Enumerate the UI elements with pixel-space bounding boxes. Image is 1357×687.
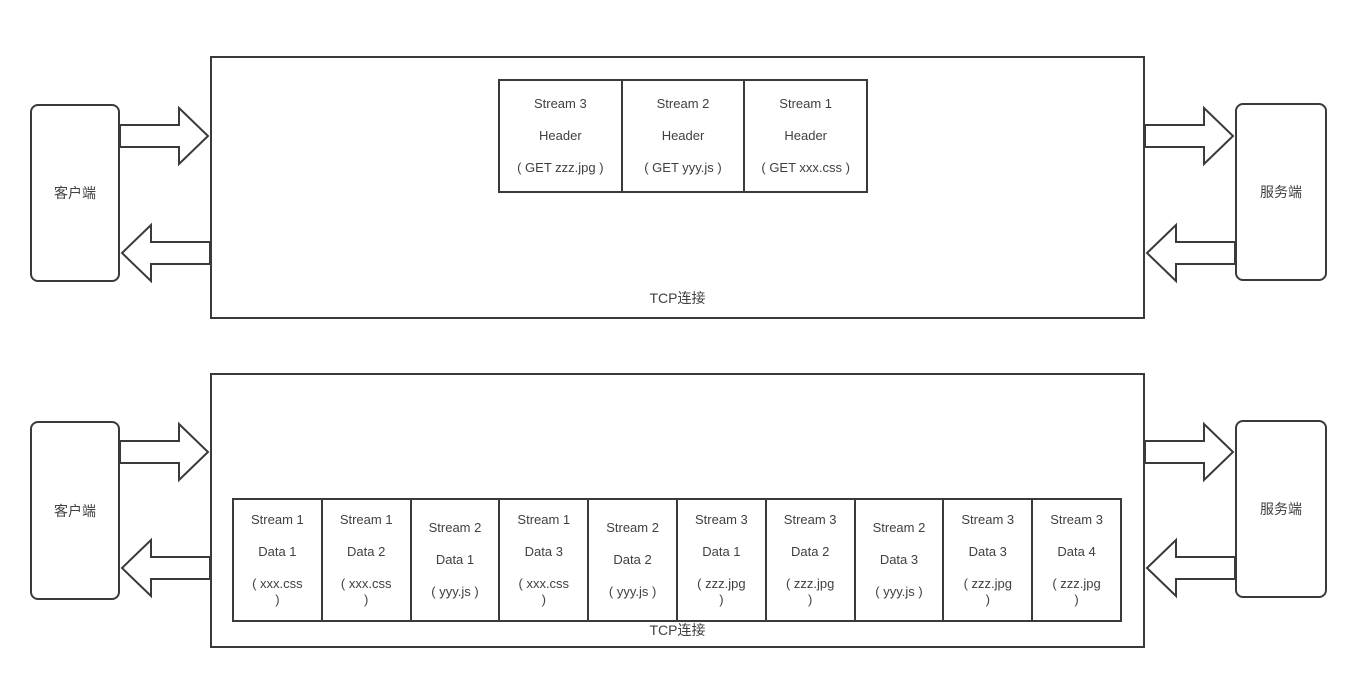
frame-s3-data4: Stream 3 Data 4 ( zzz.jpg ) <box>1031 500 1120 620</box>
frame-s3-data2: Stream 3 Data 2 ( zzz.jpg ) <box>764 500 854 620</box>
bottom-tcp-to-client-arrow-icon <box>120 537 211 599</box>
frame-stream2-header: Stream 2 Header ( GET yyy.js ) <box>620 81 744 191</box>
top-client-label: 客户端 <box>54 185 96 201</box>
frame-stream: Stream 2 <box>428 520 482 535</box>
frame-stream: Stream 3 <box>695 512 748 527</box>
bottom-tcp-to-server-arrow-icon <box>1144 421 1235 483</box>
frame-payload: ( xxx.css ) <box>518 576 570 607</box>
frame-payload: ( xxx.css ) <box>252 576 303 607</box>
frame-payload: ( xxx.css ) <box>340 576 392 607</box>
frame-kind: Header <box>661 128 705 143</box>
top-client-to-tcp-arrow-icon <box>119 105 210 167</box>
frame-payload: ( GET zzz.jpg ) <box>517 160 604 175</box>
frame-kind: Data 1 <box>258 544 297 559</box>
frame-kind: Header <box>539 128 582 143</box>
frame-kind: Data 3 <box>968 544 1007 559</box>
frame-stream: Stream 1 <box>517 512 571 527</box>
frame-kind: Data 2 <box>347 544 386 559</box>
frame-stream: Stream 3 <box>961 512 1015 527</box>
bottom-server-label: 服务端 <box>1260 501 1302 517</box>
frame-kind: Data 2 <box>613 552 652 567</box>
bottom-server-to-tcp-arrow-icon <box>1145 537 1236 599</box>
frame-s1-data1: Stream 1 Data 1 ( xxx.css ) <box>234 500 321 620</box>
frame-stream: Stream 1 <box>339 512 393 527</box>
frame-payload: ( GET yyy.js ) <box>644 160 722 175</box>
top-tcp-to-client-arrow-icon <box>120 222 211 284</box>
frame-stream: Stream 1 <box>779 96 833 111</box>
frame-s1-data3: Stream 1 Data 3 ( xxx.css ) <box>498 500 587 620</box>
bottom-frames-container: Stream 1 Data 1 ( xxx.css ) Stream 1 Dat… <box>232 498 1122 622</box>
bottom-client-label: 客户端 <box>54 502 96 519</box>
top-server-label: 服务端 <box>1260 184 1302 200</box>
frame-payload: ( zzz.jpg ) <box>785 576 835 607</box>
frame-s2-data1: Stream 2 Data 1 ( yyy.js ) <box>409 500 499 620</box>
frame-kind: Data 3 <box>524 544 563 559</box>
frame-payload: ( yyy.js ) <box>608 584 657 599</box>
top-frames-container: Stream 3 Header ( GET zzz.jpg ) Stream 2… <box>498 79 868 193</box>
top-tcp-to-server-arrow-icon <box>1144 105 1235 167</box>
frame-s3-data1: Stream 3 Data 1 ( zzz.jpg ) <box>675 500 765 620</box>
frame-stream: Stream 2 <box>606 520 659 535</box>
frame-s2-data3: Stream 2 Data 3 ( yyy.js ) <box>853 500 943 620</box>
top-tcp-label: TCP连接 <box>649 290 706 306</box>
bottom-server-box: 服务端 <box>1235 420 1327 598</box>
frame-kind: Data 2 <box>791 544 830 559</box>
frame-kind: Data 4 <box>1057 544 1096 559</box>
frame-stream: Stream 3 <box>783 512 837 527</box>
frame-stream: Stream 3 <box>1050 512 1103 527</box>
frame-payload: ( zzz.jpg ) <box>697 576 746 607</box>
frame-payload: ( yyy.js ) <box>431 584 479 599</box>
frame-kind: Header <box>784 128 827 143</box>
bottom-client-box: 客户端 <box>30 421 120 600</box>
top-client-box: 客户端 <box>30 104 120 282</box>
frame-stream3-header: Stream 3 Header ( GET zzz.jpg ) <box>500 81 621 191</box>
frame-payload: ( GET xxx.css ) <box>761 160 850 175</box>
frame-stream: Stream 2 <box>872 520 926 535</box>
frame-stream1-header: Stream 1 Header ( GET xxx.css ) <box>743 81 866 191</box>
frame-payload: ( zzz.jpg ) <box>963 576 1012 607</box>
top-server-to-tcp-arrow-icon <box>1145 222 1236 284</box>
frame-kind: Data 1 <box>702 544 741 559</box>
frame-payload: ( zzz.jpg ) <box>1052 576 1101 607</box>
frame-payload: ( yyy.js ) <box>875 584 923 599</box>
bottom-tcp-label: TCP连接 <box>649 622 706 638</box>
frame-stream: Stream 1 <box>251 512 304 527</box>
frame-s2-data2: Stream 2 Data 2 ( yyy.js ) <box>587 500 676 620</box>
frame-kind: Data 3 <box>879 552 919 567</box>
frame-stream: Stream 2 <box>656 96 710 111</box>
top-server-box: 服务端 <box>1235 103 1327 281</box>
frame-kind: Data 1 <box>435 552 475 567</box>
frame-stream: Stream 3 <box>533 96 587 111</box>
frame-s3-data3: Stream 3 Data 3 ( zzz.jpg ) <box>942 500 1031 620</box>
frame-s1-data2: Stream 1 Data 2 ( xxx.css ) <box>320 500 410 620</box>
bottom-client-to-tcp-arrow-icon <box>119 421 210 483</box>
